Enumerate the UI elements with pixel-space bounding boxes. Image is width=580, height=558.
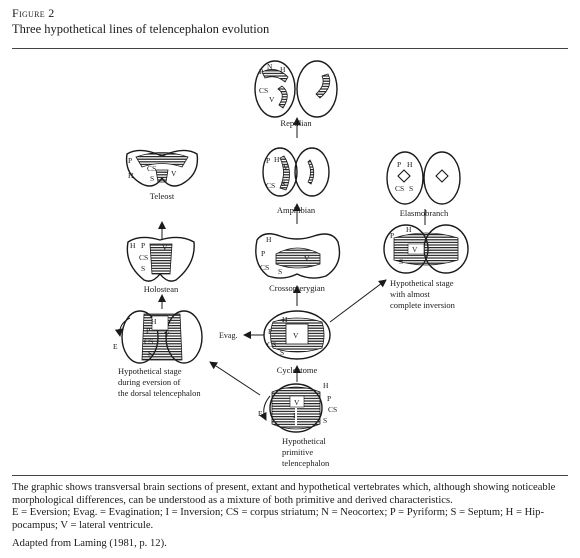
node-teleost: P H CS S V Teleost xyxy=(125,149,199,201)
arrows xyxy=(158,117,426,396)
teleost-label-p: P xyxy=(128,156,132,165)
evagination-arrow-label: Evag. xyxy=(219,331,237,340)
node-reptilian: P N H CS V Reptilian xyxy=(254,60,338,128)
caption-text: The graphic shows transversal brain sect… xyxy=(12,482,556,506)
reptilian-label-n: N xyxy=(267,62,273,71)
crossopterygian-name: Crossopterygian xyxy=(269,283,325,293)
holostean-label-v: V xyxy=(162,243,168,252)
cyclostome-name: Cyclostome xyxy=(277,365,318,375)
primitive-label-cs: CS xyxy=(328,405,337,414)
amphibian-name: Amphibian xyxy=(277,205,316,215)
inversion-label-v: V xyxy=(412,245,418,254)
eversion-label-e: E xyxy=(113,342,118,351)
node-primitive: E V I H P CS S Hypothetical primitive te… xyxy=(258,381,337,468)
reptilian-name: Reptilian xyxy=(280,118,312,128)
crossopterygian-label-v: V xyxy=(304,254,310,263)
inversion-label-s: S xyxy=(399,257,403,266)
teleost-label-h: H xyxy=(128,171,134,180)
reptilian-label-h: H xyxy=(280,65,286,74)
eversion-label-s: S xyxy=(148,349,152,358)
amphibian-label-cs: CS xyxy=(266,181,275,190)
eversion-label-h: H xyxy=(151,317,157,326)
primitive-name-line-2: primitive xyxy=(282,447,313,457)
eversion-name-line-3: the dorsal telencephalon xyxy=(118,388,201,398)
node-amphibian: P H V CS S Amphibian xyxy=(262,147,330,215)
primitive-name-line-1: Hypothetical xyxy=(282,436,327,446)
amphibian-label-s: S xyxy=(281,179,285,188)
primitive-label-p: P xyxy=(327,394,331,403)
holostean-label-h: H xyxy=(130,241,136,250)
source-note: Adapted from Laming (1981, p. 12). xyxy=(12,538,167,549)
figure-caption: The graphic shows transversal brain sect… xyxy=(12,482,572,532)
primitive-label-v: V xyxy=(294,398,300,407)
primitive-label-i: I xyxy=(293,411,296,420)
elasmobranch-name: Elasmobranch xyxy=(400,208,449,218)
top-rule xyxy=(12,48,568,49)
primitive-label-e: E xyxy=(258,409,263,418)
inversion-label-p: P xyxy=(390,231,394,240)
arrow-primitive-to-eversion xyxy=(209,361,261,396)
reptilian-label-cs: CS xyxy=(259,86,268,95)
eversion-label-v: V xyxy=(164,330,170,339)
figure-title: Three hypothetical lines of telencephalo… xyxy=(12,22,270,36)
eversion-name-line-2: during eversion of xyxy=(118,377,180,387)
amphibian-label-v: V xyxy=(283,163,289,172)
holostean-label-cs: CS xyxy=(139,253,148,262)
inversion-name-line-2: with almost xyxy=(390,289,431,299)
holostean-label-p: P xyxy=(141,241,145,250)
inversion-name-line-1: Hypothetical stage xyxy=(390,278,454,288)
node-crossopterygian: H P CS V S Crossopterygian xyxy=(255,233,341,293)
primitive-label-s: S xyxy=(323,416,327,425)
node-inversion-stage: P H V S Hypothetical stage with almost c… xyxy=(383,224,469,310)
crossopterygian-label-p: P xyxy=(261,249,265,258)
holostean-name: Holostean xyxy=(144,284,179,294)
eversion-name-line-1: Hypothetical stage xyxy=(118,366,182,376)
elasmobranch-label-cs: CS xyxy=(395,184,404,193)
inversion-label-h: H xyxy=(406,225,412,234)
teleost-label-v: V xyxy=(171,169,177,178)
figure-label: Figure 2 xyxy=(12,6,55,20)
elasmobranch-label-p: P xyxy=(397,160,401,169)
reptilian-label-p: P xyxy=(259,67,263,76)
elasmobranch-label-h: H xyxy=(407,160,413,169)
cyclostome-label-v: V xyxy=(293,331,299,340)
cyclostome-label-p: P xyxy=(268,327,272,336)
node-eversion-stage: E H P CS S V Hypothetical stage during e… xyxy=(113,310,203,398)
eversion-label-cs: CS xyxy=(144,337,153,346)
bottom-rule xyxy=(12,475,568,476)
amphibian-label-h: H xyxy=(274,155,280,164)
teleost-label-cs: CS xyxy=(147,164,156,173)
crossopterygian-label-h: H xyxy=(266,235,272,244)
teleost-label-s: S xyxy=(150,174,154,183)
figure-header: Figure 2 Three hypothetical lines of tel… xyxy=(12,6,269,37)
node-cyclostome: H P CS S V Cyclostome Evag. xyxy=(219,310,331,375)
eversion-label-p: P xyxy=(146,326,150,335)
cyclostome-label-h: H xyxy=(282,315,288,324)
cyclostome-label-cs: CS xyxy=(267,340,276,349)
node-holostean: H P CS S V Holostean xyxy=(126,236,195,294)
arrow-cyclostome-to-inversion xyxy=(329,279,387,323)
cyclostome-label-s: S xyxy=(280,348,284,357)
primitive-label-h: H xyxy=(323,381,329,390)
crossopterygian-label-s: S xyxy=(278,267,282,276)
elasmobranch-label-s: S xyxy=(409,184,413,193)
teleost-name: Teleost xyxy=(150,191,175,201)
holostean-label-s: S xyxy=(141,264,145,273)
primitive-name-line-3: telencephalon xyxy=(282,458,330,468)
inversion-name-line-3: complete inversion xyxy=(390,300,456,310)
reptilian-label-v: V xyxy=(269,95,275,104)
caption-legend: E = Eversion; Evag. = Evagination; I = I… xyxy=(12,507,545,531)
amphibian-label-p: P xyxy=(266,156,270,165)
evolution-diagram: P N H CS V Reptilian P H V CS S Amphibia… xyxy=(113,60,469,468)
crossopterygian-label-cs: CS xyxy=(260,263,269,272)
node-elasmobranch: P H CS S Elasmobranch xyxy=(386,151,461,218)
